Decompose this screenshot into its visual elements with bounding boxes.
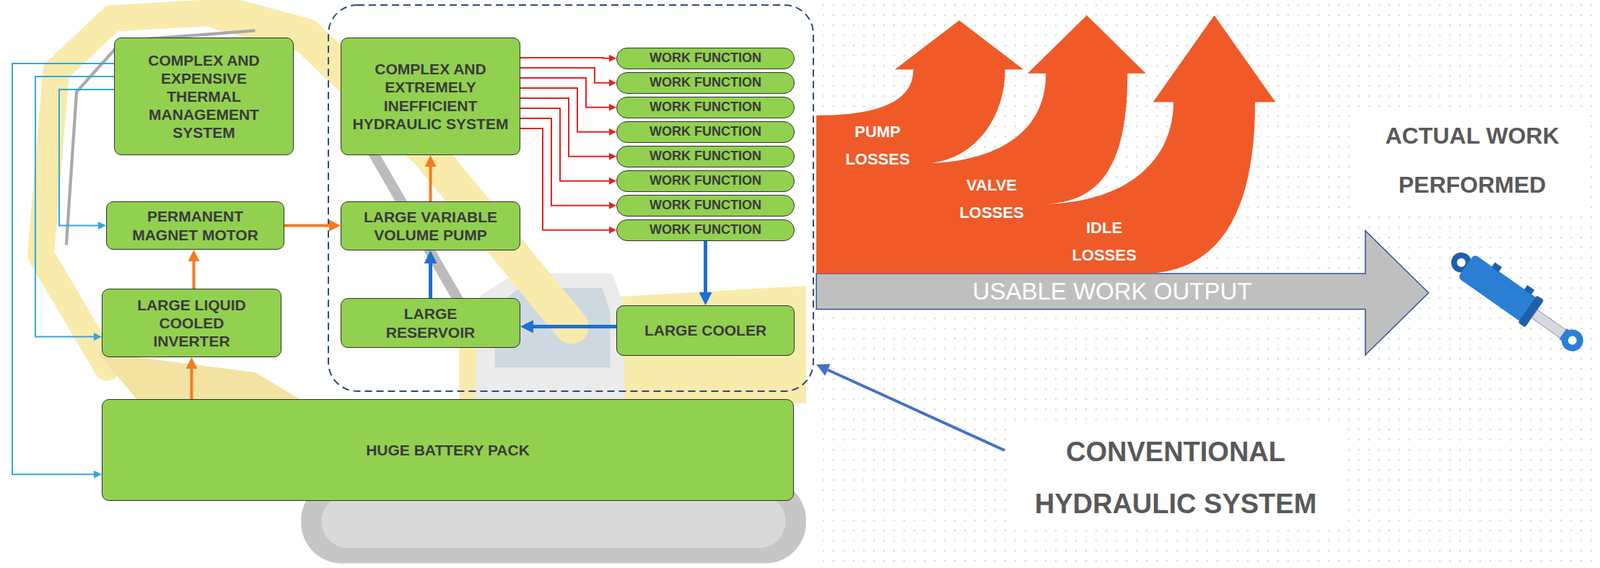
callout-title: ACTUAL WORK PERFORMED xyxy=(1356,111,1588,210)
component-box: COMPLEX AND EXPENSIVE THERMAL MANAGEMENT… xyxy=(114,37,294,156)
cylinder-port xyxy=(1491,261,1502,272)
component-box: LARGE COOLER xyxy=(616,305,795,356)
cylinder-eye-hole xyxy=(1566,334,1579,347)
flow-connector xyxy=(190,368,194,400)
box-text: WORK FUNCTION xyxy=(621,197,790,214)
component-box: LARGE LIQUID COOLED INVERTER xyxy=(101,288,282,358)
component-box: HUGE BATTERY PACK xyxy=(101,399,794,501)
cylinder-eye xyxy=(1557,325,1588,356)
excavator-track-inner xyxy=(321,495,786,549)
work-function-pill: WORK FUNCTION xyxy=(616,170,795,192)
work-function-pill: WORK FUNCTION xyxy=(616,194,795,217)
box-text: HUGE BATTERY PACK xyxy=(112,440,784,459)
box-text: LARGE LIQUID COOLED INVERTER xyxy=(124,295,260,351)
box-text: WORK FUNCTION xyxy=(621,75,790,91)
hydraulic-cylinder-icon xyxy=(1443,241,1593,361)
flow-connector xyxy=(520,57,610,60)
box-text: LARGE COOLER xyxy=(627,321,784,340)
box-text: WORK FUNCTION xyxy=(621,50,790,67)
box-text: COMPLEX AND EXPENSIVE THERMAL MANAGEMENT… xyxy=(124,51,283,143)
box-text: WORK FUNCTION xyxy=(621,173,790,190)
box-text: WORK FUNCTION xyxy=(621,222,790,239)
box-text: WORK FUNCTION xyxy=(621,124,790,141)
flow-connector xyxy=(12,63,115,475)
loss-label: VALVE LOSSES xyxy=(948,171,1035,227)
flow-connector xyxy=(533,324,617,329)
flow-connector xyxy=(520,77,610,108)
loss-label: IDLE LOSSES xyxy=(1060,214,1148,270)
cylinder-port xyxy=(1524,285,1535,295)
flow-connector xyxy=(520,128,610,231)
component-box: PERMANENT MAGNET MOTOR xyxy=(106,201,285,250)
flow-connector xyxy=(429,166,433,202)
callout-title: CONVENTIONAL HYDRAULIC SYSTEM xyxy=(1009,425,1342,530)
work-function-pill: WORK FUNCTION xyxy=(616,145,795,168)
box-text: WORK FUNCTION xyxy=(621,148,790,165)
flow-connector xyxy=(428,263,433,299)
flow-connector xyxy=(520,67,610,83)
work-function-pill: WORK FUNCTION xyxy=(616,47,795,70)
flow-connector xyxy=(284,224,330,228)
flow-connector xyxy=(520,98,610,157)
component-box: LARGE VARIABLE VOLUME PUMP xyxy=(340,201,521,251)
box-text: PERMANENT MAGNET MOTOR xyxy=(116,207,274,244)
pointer-line xyxy=(827,370,1005,452)
work-function-pill: WORK FUNCTION xyxy=(616,121,795,143)
flow-label: USABLE WORK OUTPUT xyxy=(910,277,1315,306)
box-text: LARGE RESERVOIR xyxy=(363,304,498,341)
box-text: WORK FUNCTION xyxy=(621,99,790,116)
flow-connector xyxy=(703,241,708,293)
work-function-pill: WORK FUNCTION xyxy=(616,96,795,119)
pointer-arrowhead xyxy=(816,363,831,376)
box-text: COMPLEX AND EXTREMELY INEFFICIENT HYDRAU… xyxy=(351,59,510,133)
component-box: COMPLEX AND EXTREMELY INEFFICIENT HYDRAU… xyxy=(340,37,521,156)
loss-label: PUMP LOSSES xyxy=(834,118,921,174)
work-function-pill: WORK FUNCTION xyxy=(616,219,795,242)
flow-connector xyxy=(520,118,610,206)
hydraulic-region-outline xyxy=(328,5,814,392)
flow-connector xyxy=(520,108,610,182)
excavator-illustration xyxy=(41,12,807,564)
flow-connector xyxy=(192,261,196,289)
box-text: LARGE VARIABLE VOLUME PUMP xyxy=(351,207,510,244)
flow-connector xyxy=(59,89,115,226)
work-function-pill: WORK FUNCTION xyxy=(616,72,795,94)
flow-connector xyxy=(520,88,610,133)
loss-arrows xyxy=(816,15,1276,274)
sankey-flow xyxy=(816,15,1429,356)
component-box: LARGE RESERVOIR xyxy=(340,298,521,348)
